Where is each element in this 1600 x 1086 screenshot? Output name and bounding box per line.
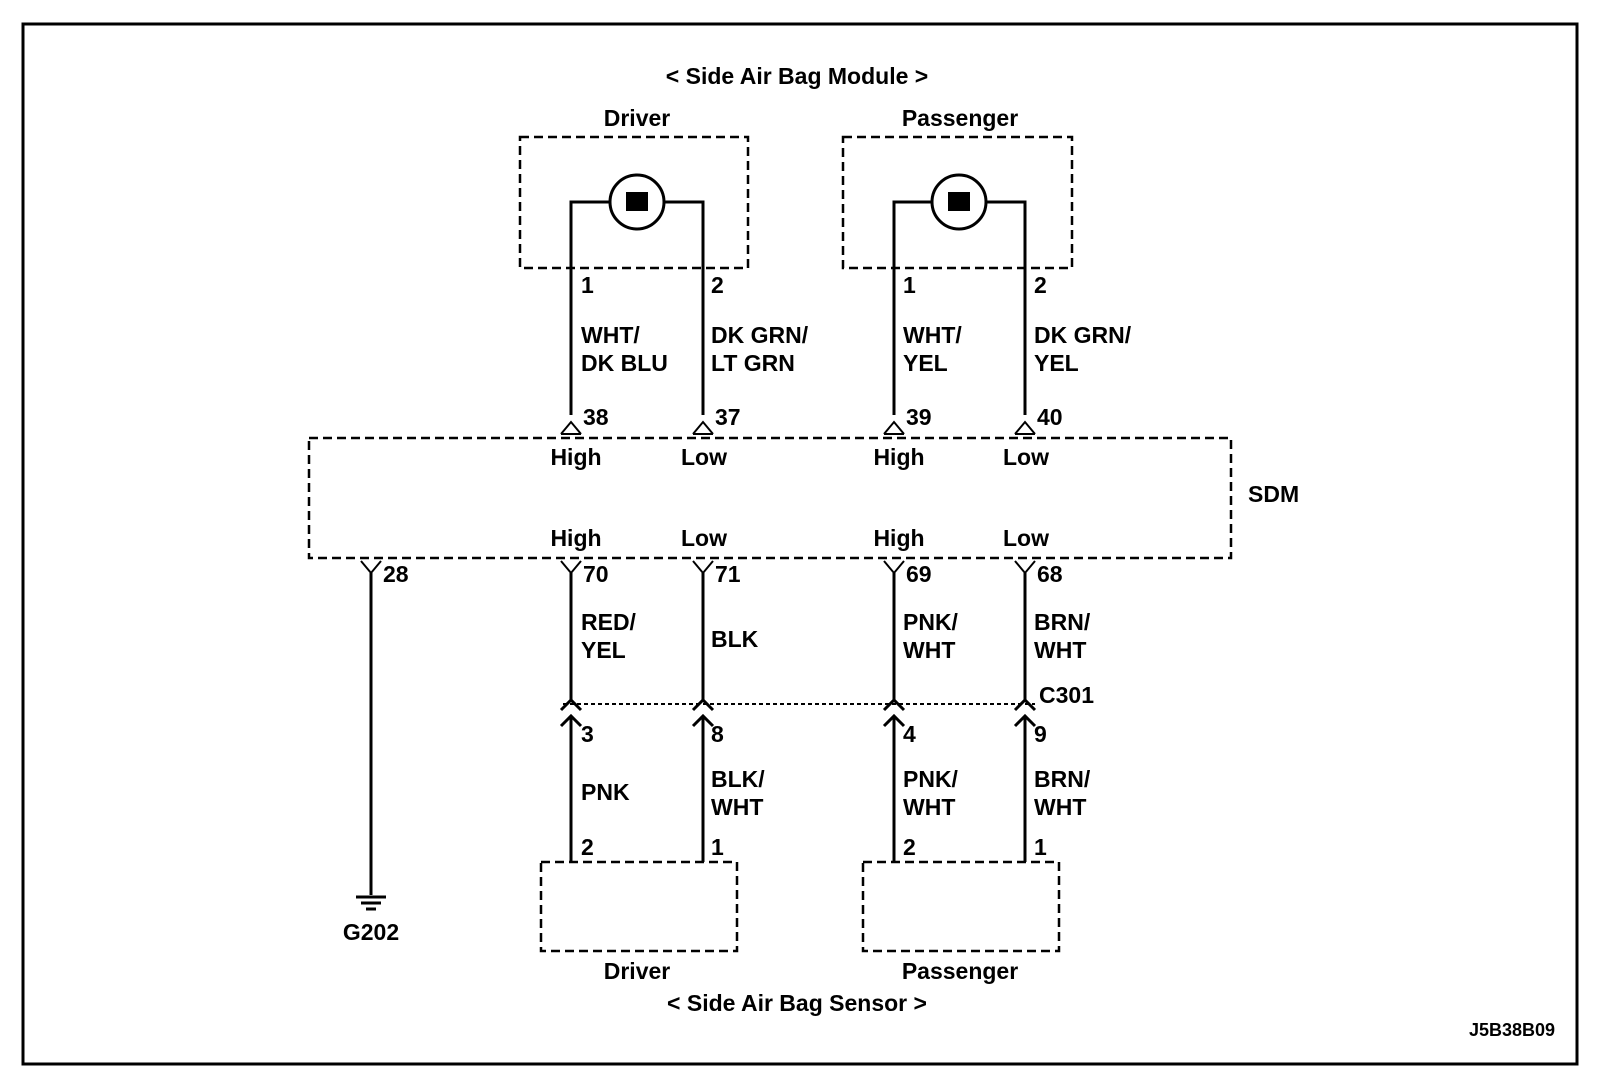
module-driver-box — [518, 135, 750, 270]
sensor-driver-pin-2: 2 — [581, 834, 594, 860]
connector-pin-icon — [1013, 697, 1037, 712]
module-driver-label: Driver — [604, 105, 671, 131]
sdm-bottom-pin: 71 — [715, 561, 741, 587]
sdm-top-pin: 37 — [715, 404, 741, 430]
connector-pin-number: 3 — [581, 721, 594, 747]
wire-color-label: BLK/ — [711, 766, 765, 792]
connector-pin-number: 9 — [1034, 721, 1047, 747]
connector-pin-icon — [882, 697, 906, 712]
passenger-inflator-element-icon — [948, 192, 970, 211]
wire-color-label: BLK — [711, 626, 759, 652]
driver-inflator-element-icon — [626, 192, 648, 211]
wire-color-label: DK BLU — [581, 350, 668, 376]
module-driver-circuit — [569, 200, 705, 415]
sdm-top-pin: 40 — [1037, 404, 1063, 430]
connector-c301-label: C301 — [1039, 682, 1094, 708]
module-passenger-label: Passenger — [902, 105, 1018, 131]
sensor-title: < Side Air Bag Sensor > — [667, 990, 927, 1016]
sdm-bottom-terminal-icon — [560, 560, 582, 575]
sdm-top-terminal-icon — [883, 420, 905, 435]
sensor-passenger-box — [861, 860, 1061, 953]
wire-color-label: WHT — [1034, 637, 1086, 663]
wire-color-label: PNK/ — [903, 766, 959, 792]
module-passenger-pin-2: 2 — [1034, 272, 1047, 298]
sdm-terminal-name: Low — [681, 525, 727, 551]
sdm-box — [307, 436, 1233, 560]
sensor-driver-pin-1: 1 — [711, 834, 724, 860]
wire-color-label: DK GRN/ — [711, 322, 809, 348]
sdm-terminal-name: Low — [681, 444, 727, 470]
sdm-top-terminal-icon — [1014, 420, 1036, 435]
wire-color-label: BRN/ — [1034, 766, 1091, 792]
sdm-bottom-pin: 70 — [583, 561, 609, 587]
sdm-top-pin: 38 — [583, 404, 609, 430]
connector-pin-number: 4 — [903, 721, 916, 747]
sdm-label: SDM — [1248, 481, 1299, 507]
wire-color-label: PNK — [581, 779, 630, 805]
wire-color-label: WHT/ — [903, 322, 962, 348]
sensor-passenger-pin-2: 2 — [903, 834, 916, 860]
sdm-bottom-terminal-icon — [1014, 560, 1036, 575]
wire-color-label: RED/ — [581, 609, 637, 635]
sdm-terminal-name: Low — [1003, 444, 1049, 470]
wire-color-label: DK GRN/ — [1034, 322, 1132, 348]
wire-color-label: WHT — [1034, 794, 1086, 820]
wire-color-label: WHT/ — [581, 322, 640, 348]
module-passenger-box — [841, 135, 1074, 270]
module-passenger-pin-1: 1 — [903, 272, 916, 298]
sdm-bottom-terminal-icon — [360, 560, 382, 575]
sdm-bottom-pin: 69 — [906, 561, 932, 587]
wire-color-label: WHT — [711, 794, 763, 820]
wire-color-label: WHT — [903, 794, 955, 820]
ground-label: G202 — [343, 919, 399, 945]
wire-color-label: BRN/ — [1034, 609, 1091, 635]
wire-color-label: YEL — [581, 637, 626, 663]
sdm-bottom-pin: 28 — [383, 561, 409, 587]
wire-color-label: YEL — [903, 350, 948, 376]
wire-color-label: LT GRN — [711, 350, 795, 376]
connector-pin-icon — [559, 697, 583, 712]
module-driver-pin-1: 1 — [581, 272, 594, 298]
module-passenger-circuit — [892, 200, 1027, 415]
sdm-terminal-name: High — [550, 525, 601, 551]
diagram-frame — [21, 22, 1579, 1066]
sdm-top-terminal-icon — [692, 420, 714, 435]
sdm-top-terminal-icon — [560, 420, 582, 435]
figure-id: J5B38B09 — [1469, 1020, 1555, 1040]
sensor-passenger-pin-1: 1 — [1034, 834, 1047, 860]
wire-color-label: WHT — [903, 637, 955, 663]
connector-pin-icon — [691, 697, 715, 712]
sdm-terminal-name: High — [873, 525, 924, 551]
sdm-bottom-pin: 68 — [1037, 561, 1063, 587]
sdm-terminal-name: Low — [1003, 525, 1049, 551]
sensor-passenger-label: Passenger — [902, 958, 1018, 984]
sdm-terminal-name: High — [873, 444, 924, 470]
module-driver-pin-2: 2 — [711, 272, 724, 298]
wire-color-label: PNK/ — [903, 609, 959, 635]
sdm-bottom-terminal-icon — [883, 560, 905, 575]
sdm-top-pin: 39 — [906, 404, 932, 430]
sensor-driver-box — [539, 860, 739, 953]
sdm-bottom-terminal-icon — [692, 560, 714, 575]
connector-pin-number: 8 — [711, 721, 724, 747]
sensor-driver-label: Driver — [604, 958, 671, 984]
sdm-terminal-name: High — [550, 444, 601, 470]
module-title: < Side Air Bag Module > — [666, 63, 928, 89]
wire-color-label: YEL — [1034, 350, 1079, 376]
